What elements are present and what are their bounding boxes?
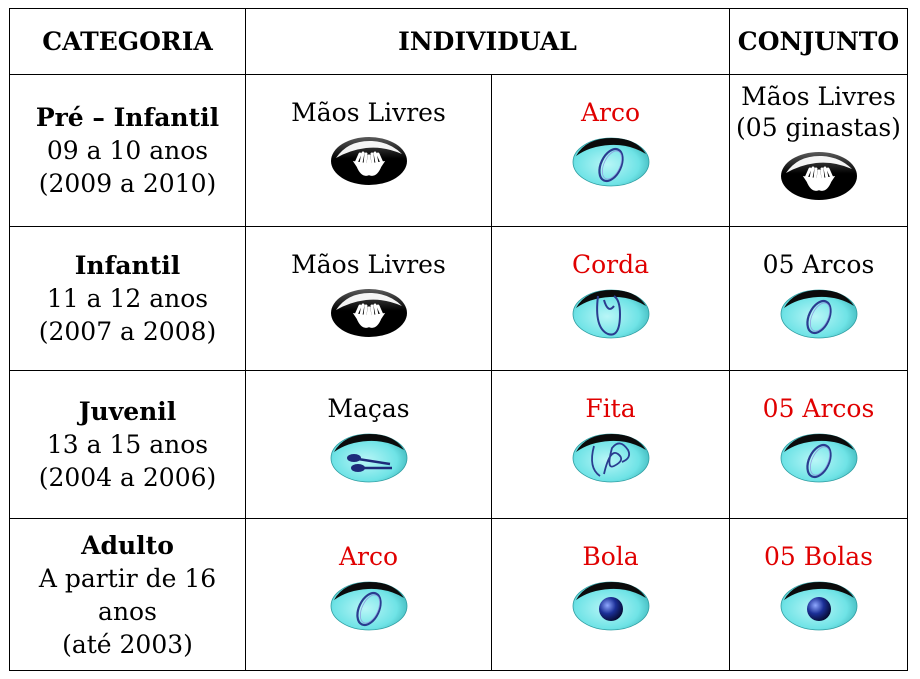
category-title: Pré – Infantil	[35, 103, 220, 132]
category-cell: Infantil 11 a 12 anos (2007 a 2008)	[9, 226, 246, 371]
category-title: Juvenil	[78, 397, 177, 426]
apparatus-cell: Bola	[491, 518, 730, 671]
apparatus-label: Maças	[327, 394, 410, 423]
apparatus-cell: Mãos Livres	[245, 74, 492, 227]
ball-icon	[572, 581, 649, 631]
apparatus-cell: Corda	[491, 226, 730, 371]
apparatus-label: Mãos Livres	[741, 82, 896, 111]
category-ages: 09 a 10 anos	[46, 136, 209, 165]
apparatus-cell: Fita	[491, 370, 730, 519]
header-row: CATEGORIA INDIVIDUAL CONJUNTO	[9, 8, 908, 75]
hoop-icon	[780, 289, 857, 339]
apparatus-cell: Arco	[491, 74, 730, 227]
category-title: Infantil	[74, 251, 181, 280]
apparatus-cell: 05 Arcos	[729, 370, 908, 519]
ball-icon	[780, 581, 857, 631]
table-row: Juvenil 13 a 15 anos (2004 a 2006) Maças Fit…	[9, 370, 908, 519]
hoop-icon	[572, 137, 649, 187]
category-ages: A partir de 16 anos	[38, 563, 217, 626]
apparatus-label: Fita	[585, 394, 636, 423]
category-ages: 11 a 12 anos	[46, 284, 209, 313]
category-ages: 13 a 15 anos	[46, 430, 209, 459]
apparatus-label: Corda	[571, 250, 650, 279]
apparatus-label: Mãos Livres	[291, 250, 446, 279]
apparatus-label: Mãos Livres	[291, 98, 446, 127]
rope-icon	[572, 289, 649, 339]
apparatus-label: Arco	[580, 98, 641, 127]
apparatus-cell: Mãos Livres	[245, 226, 492, 371]
hoop-icon	[330, 581, 407, 631]
apparatus-cell: 05 Arcos	[729, 226, 908, 371]
category-title: Adulto	[81, 530, 174, 560]
header-categoria: CATEGORIA	[9, 8, 246, 75]
category-years: (2004 a 2006)	[38, 463, 217, 492]
apparatus-label: (05 ginastas)	[736, 113, 901, 142]
categories-table: CATEGORIA INDIVIDUAL CONJUNTO Pré – Infa…	[9, 8, 908, 671]
hoop-icon	[780, 433, 857, 483]
apparatus-label: 05 Arcos	[762, 394, 875, 423]
clubs-icon	[330, 433, 407, 483]
hands-icon	[330, 289, 407, 337]
table-row: Infantil 11 a 12 anos (2007 a 2008) Mãos Li…	[9, 226, 908, 371]
category-years: (2009 a 2010)	[38, 169, 217, 198]
apparatus-cell: 05 Bolas	[729, 518, 908, 671]
apparatus-label: Arco	[338, 542, 399, 571]
category-years: (até 2003)	[62, 629, 193, 659]
ribbon-icon	[572, 433, 649, 483]
header-individual: INDIVIDUAL	[245, 8, 730, 75]
apparatus-label: Bola	[582, 542, 639, 571]
apparatus-cell: Mãos Livres(05 ginastas)	[729, 74, 908, 227]
category-years: (2007 a 2008)	[38, 317, 217, 346]
category-cell: Juvenil 13 a 15 anos (2004 a 2006)	[9, 370, 246, 519]
header-conjunto: CONJUNTO	[729, 8, 908, 75]
apparatus-label: 05 Bolas	[764, 542, 873, 571]
apparatus-label: 05 Arcos	[762, 250, 875, 279]
apparatus-cell: Arco	[245, 518, 492, 671]
hands-icon	[780, 152, 857, 200]
hands-icon	[330, 137, 407, 185]
table-row: Pré – Infantil 09 a 10 anos (2009 a 2010) M…	[9, 74, 908, 227]
apparatus-cell: Maças	[245, 370, 492, 519]
category-cell: Pré – Infantil 09 a 10 anos (2009 a 2010)	[9, 74, 246, 227]
